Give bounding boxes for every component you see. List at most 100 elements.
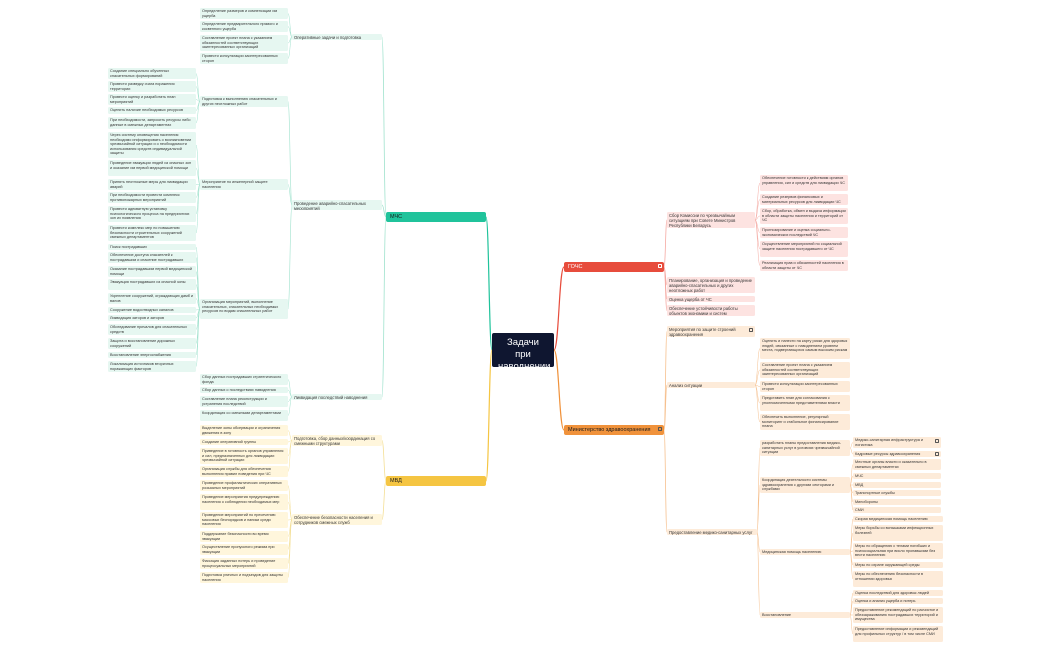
mvd-task[interactable]: Подготовка уличных и подъездов для защит… [200,572,288,583]
mzd-task[interactable]: Местные органы власти и оказательно в см… [853,459,941,470]
gochs-task[interactable]: Создание резервов финансовых и материаль… [760,194,848,205]
gochs-group-planning[interactable]: Планирование, организация и проведение а… [667,277,755,293]
mvd-task[interactable]: Приведение в готовность органов управлен… [200,448,288,464]
mchs-group-operational[interactable]: Оперативные задачи и подготовка [292,34,382,40]
mchs-subgroup-organization[interactable]: Организация мероприятий, выполнение спас… [200,299,288,319]
mzd-task[interactable]: Меры по охране окружающей среды [853,562,943,568]
mchs-group-rescue[interactable]: Проведение аварийно-спасательных меропри… [292,200,382,210]
mchs-task[interactable]: Составление проект плана с указанием обя… [200,35,288,51]
mchs-task[interactable]: Определение предварительного прямого и к… [200,21,288,32]
mzd-group-services[interactable]: Предоставление медико-санитарных услуг [667,529,757,535]
mzd-task[interactable]: Скорая медицинская помощь населению [853,516,943,522]
mchs-task[interactable]: Определение размеров и компенсации им ущ… [200,8,288,19]
mzd-subgroup-recovery[interactable]: Восстановление [760,612,850,618]
mzd-task-label: Медико-санитарная инфраструктура и логис… [855,438,924,447]
mvd-task[interactable]: Поддержание безопасности во время эвакуа… [200,531,288,542]
mchs-task[interactable]: Провести консультации заинтересованных с… [200,53,288,64]
mzd-task[interactable]: МВД [853,482,941,488]
mchs-task[interactable]: Составление плана реконструкции и устран… [200,396,288,407]
root-node[interactable]: Задачи при наводнении [492,333,554,367]
mchs-task[interactable]: Локализация источников вторичных поражаю… [108,361,196,372]
gochs-task[interactable]: Прогнозирование и оценка социально-эконо… [760,227,848,238]
branch-mchs[interactable]: МЧС [386,212,486,222]
mzd-task[interactable]: Меры по обращению с телами погибших и пс… [853,543,943,559]
mzd-task[interactable]: Провести консультации заинтересованных с… [760,381,850,392]
mvd-group-security[interactable]: Обеспечение безопасности населения и сот… [292,514,382,525]
mchs-task[interactable]: Восстановление энергоснабжения [108,352,196,358]
mchs-subgroup-preparation[interactable]: Подготовка к выполнению спасательных и д… [200,96,288,107]
mzd-task[interactable]: Транспортные службы [853,490,941,496]
mchs-task[interactable]: Провести оценку и разработать план мероп… [108,94,196,105]
mchs-task[interactable]: Координация со смежными департаментами [200,410,288,421]
mzd-task[interactable]: Кадровые ресурсы здравоохранения [853,451,941,457]
mchs-task[interactable]: Эвакуация пострадавших из опасной зоны [108,279,196,290]
mzd-task[interactable]: Оценка последствий для здоровья людей [853,590,943,596]
mchs-task[interactable]: Защита и восстановление дорожных сооруже… [108,338,196,349]
branch-mvd[interactable]: МВД [386,476,486,486]
mzd-task[interactable]: Представить план для согласования с упол… [760,395,850,411]
mchs-task[interactable]: Провести разведку очага поражения террит… [108,81,196,92]
mchs-task[interactable]: Сбор данных о последствиях наводнения [200,387,288,393]
mchs-task[interactable]: Поиск пострадавших [108,244,196,250]
gochs-group-damage[interactable]: Оценка ущерба от ЧС [667,296,755,302]
mchs-task[interactable]: Сооружение водоотводных каналов [108,307,196,313]
mvd-task[interactable]: Проведение профилактических оперативных … [200,480,288,491]
mchs-task[interactable]: Сбор данных пострадавших стратегического… [200,374,288,385]
gochs-group-commission[interactable]: Сбор Комиссии по чрезвычайным ситуациям … [667,212,755,228]
mchs-task[interactable]: При необходимости, запросить ресурсы либ… [108,117,196,129]
mvd-task[interactable]: Осуществление пропускного режима при эва… [200,544,288,555]
notes-icon[interactable] [935,439,939,443]
mchs-task[interactable]: Принять неотложные меры для ликвидации а… [108,179,196,190]
notes-icon[interactable] [935,452,939,456]
mchs-task[interactable]: Создание специально обученных спасательн… [108,68,196,79]
mzd-task[interactable]: Предоставление рекомендаций по расчистке… [853,607,943,623]
mchs-task[interactable]: Оценить наличие необходимых ресурсов [108,107,196,114]
mvd-task[interactable]: Проведение мероприятия предупреждению на… [200,494,288,510]
mchs-task[interactable]: Обеспечение доступа спасателей к пострад… [108,252,196,263]
branch-mzd[interactable]: Министерство здравоохранения [564,425,664,435]
connector [195,184,201,234]
mzd-group-analysis[interactable]: Анализ ситуации [667,382,755,388]
mchs-task[interactable]: При необходимости провести комплекс прот… [108,192,196,203]
gochs-group-stability[interactable]: Обеспечение устойчивости работы объектов… [667,305,755,316]
mchs-task[interactable]: Провести комплекс мер по повышению безоп… [108,225,196,241]
mchs-task[interactable]: Обследование причалов для спасательных с… [108,324,196,335]
mchs-task[interactable]: Через систему оповещения населения необх… [108,132,196,158]
mchs-task[interactable]: Проведение эвакуации людей из опасных зо… [108,160,196,176]
mzd-task[interactable]: МЧС [853,473,941,479]
gochs-task[interactable]: Обеспечение готовности к действиям орган… [760,175,848,191]
mchs-group-liquidation[interactable]: Ликвидация последствий наводнения [292,394,382,400]
mzd-group-facilities[interactable]: Мероприятия по защите строений здравоохр… [667,326,755,337]
mvd-task[interactable]: Выделение зоны обсервации и ограничения … [200,425,288,436]
mchs-task[interactable]: Ликвидация заторов и заторов [108,315,196,321]
mzd-task[interactable]: Составление проект плана с указанием обя… [760,362,850,378]
mvd-task[interactable]: Организация службы для обеспечения выпол… [200,466,288,477]
mzd-task[interactable]: Оценить и нанести на карту риски для здо… [760,338,850,359]
gochs-task[interactable]: Осуществление мероприятий по социальной … [760,241,848,257]
branch-gochs[interactable]: ГОЧС [564,262,664,272]
mchs-task[interactable]: Оказание пострадавшим первой медицинской… [108,266,196,277]
mvd-task[interactable]: Проведение мероприятий по пресечению мас… [200,512,288,528]
mzd-subgroup-plans[interactable]: разработать планы предоставления медико-… [760,440,850,456]
mzd-subgroup-coordination[interactable]: Координация деятельности системы здравоо… [760,477,850,493]
mvd-task[interactable]: Фиксация заданных потерь и проведение пр… [200,558,288,569]
mzd-task[interactable]: Минобороны [853,499,941,505]
mchs-subgroup-engineering[interactable]: Мероприятие по инженерной защите населен… [200,179,288,190]
mzd-task[interactable]: Предоставление информации и рекомендаций… [853,626,943,642]
mzd-task[interactable]: Меры по обеспечению безопасности в отнош… [853,571,943,587]
mzd-task[interactable]: Обеспечить выполнение, регулярный монито… [760,414,850,430]
gochs-task[interactable]: Сбор, обработка, обмен и выдача информац… [760,208,848,224]
gochs-task[interactable]: Реализация прав и обязанностей населения… [760,260,848,271]
mchs-task[interactable]: Укрепление сооружений, ограждающих дамб … [108,293,196,304]
notes-icon[interactable] [658,264,662,268]
mzd-task[interactable]: Меры борьбы со вспышками инфекционных бо… [853,525,943,541]
mzd-subgroup-medical-help[interactable]: Медицинская помощь населению [760,549,850,555]
notes-icon[interactable] [749,328,753,332]
mvd-task[interactable]: Создание оперативной группы [200,439,288,445]
mzd-task[interactable]: Оценка и анализ ущерба и потерь [853,598,943,604]
mvd-group-preparation[interactable]: Подготовка, сбор данных/координация со с… [292,435,382,446]
mchs-task[interactable]: Провести адекватную установку психологич… [108,206,196,222]
mzd-task[interactable]: Медико-санитарная инфраструктура и логис… [853,437,941,448]
mzd-task[interactable]: СМИ [853,507,941,513]
notes-icon[interactable] [658,427,662,431]
